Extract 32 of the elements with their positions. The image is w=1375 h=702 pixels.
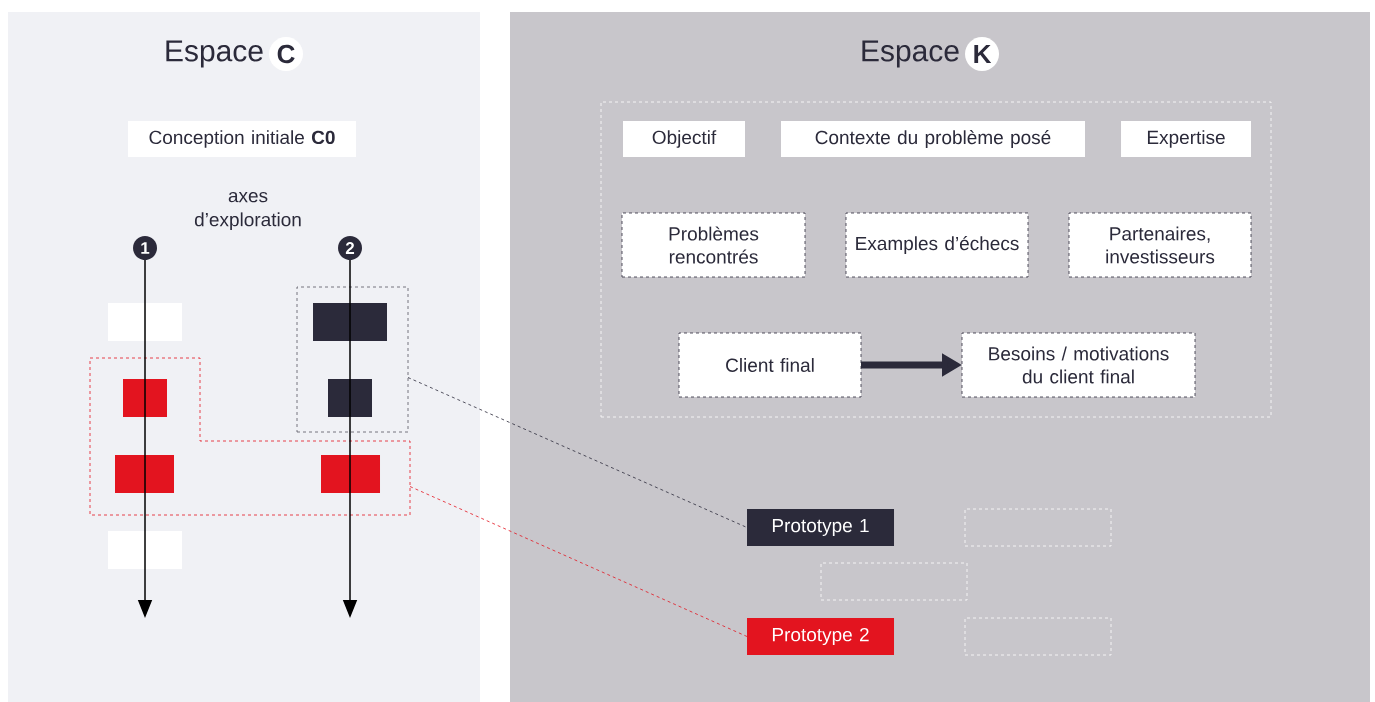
block <box>108 531 182 569</box>
group-outline <box>296 286 409 433</box>
text-box: Conception initiale C0 <box>128 121 356 157</box>
text-box: Expertise <box>1121 121 1251 157</box>
letter-badge: C <box>269 37 303 71</box>
text-box: Objectif <box>623 121 745 157</box>
text-box: Partenaires, investisseurs <box>1068 212 1252 278</box>
group-outline <box>89 357 411 516</box>
block <box>115 455 174 493</box>
letter-badge: K <box>965 37 999 71</box>
label-box: Prototype 2 <box>747 618 894 655</box>
text-box: Contexte du problème posé <box>781 121 1085 157</box>
placeholder-box <box>820 562 968 601</box>
group-outline <box>600 101 1272 418</box>
placeholder-box <box>964 617 1112 656</box>
text-box: Examples d’échecs <box>845 212 1029 278</box>
text-box: Problèmes rencontrés <box>621 212 806 278</box>
panel-title: Espace <box>166 40 263 68</box>
block <box>108 303 182 341</box>
text-box: Besoins / motivations du client final <box>961 332 1196 398</box>
leader-line <box>409 486 748 637</box>
placeholder-box <box>964 508 1112 547</box>
panel-title: Espace <box>862 40 959 68</box>
number-badge: 2 <box>338 236 362 260</box>
block <box>313 303 387 341</box>
block <box>328 379 372 417</box>
block <box>321 455 380 493</box>
block <box>123 379 167 417</box>
text-box: Client final <box>678 332 862 398</box>
label-box: Prototype 1 <box>747 509 894 546</box>
number-badge: 1 <box>133 236 157 260</box>
caption-text: axes d’exploration <box>194 191 301 231</box>
